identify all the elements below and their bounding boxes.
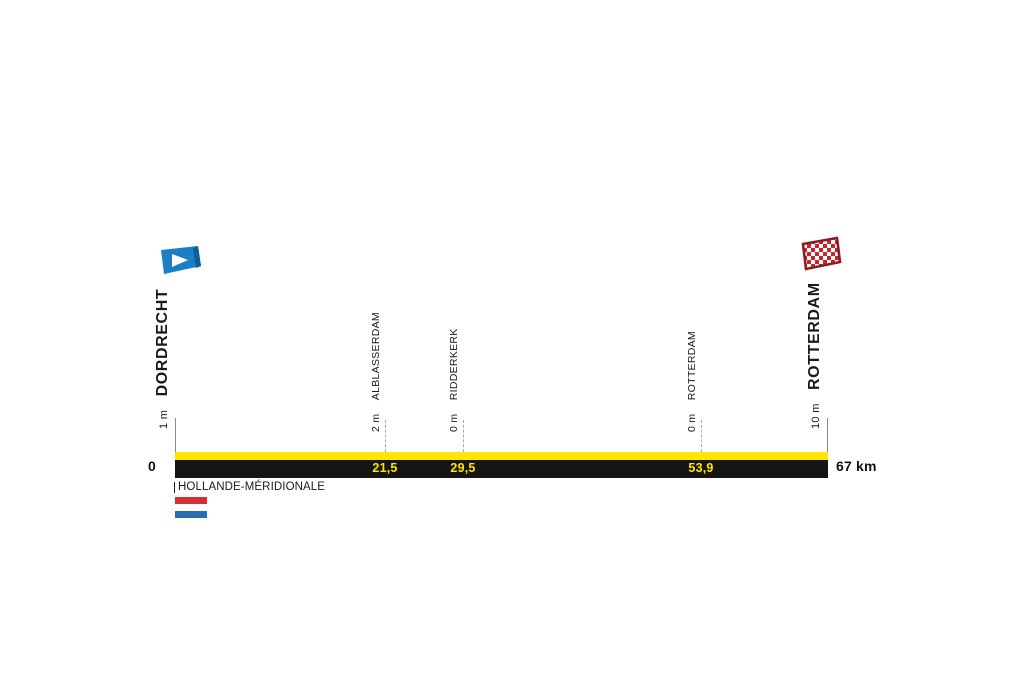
km-marker-rotterdam-intermediate: 53,9 [688,461,714,475]
marker-altitude-ridderkerk: 0 m [448,413,460,432]
marker-town-rotterdam-intermediate: ROTTERDAM [686,331,698,401]
start-flag-icon [158,244,204,280]
marker-town-ridderkerk: RIDDERKERK [448,328,460,401]
marker-label-alblasserdam: 2 m ALBLASSERDAM [367,312,383,432]
leader-line-ridderkerk [463,420,464,452]
marker-label-finish: 10 m ROTTERDAM [806,282,823,429]
marker-town-finish: ROTTERDAM [806,282,823,390]
region-row: HOLLANDE-MÉRIDIONALE [174,481,325,493]
leader-line-start [175,418,176,452]
km-marker-ridderkerk: 29,5 [450,461,476,475]
leader-line-alblasserdam [385,420,386,452]
marker-altitude-alblasserdam: 2 m [370,413,382,432]
checkered-flag-icon [799,236,843,276]
marker-town-alblasserdam: ALBLASSERDAM [370,312,382,401]
elevation-profile-bar [175,452,828,478]
profile-road-black [175,460,828,478]
netherlands-flag-icon [175,497,207,518]
marker-label-ridderkerk: 0 m RIDDERKERK [445,328,461,432]
leader-line-finish [827,418,828,452]
marker-altitude-start: 1 m [158,409,170,429]
leader-line-rotterdam-int [701,420,702,452]
axis-start-label: 0 [148,458,156,474]
marker-town-start: DORDRECHT [154,288,171,397]
profile-road-yellow [175,452,828,460]
km-marker-alblasserdam: 21,5 [372,461,398,475]
axis-end-label: 67 km [836,458,877,474]
flag-stripe-blue [175,511,207,518]
marker-altitude-rotterdam-intermediate: 0 m [686,413,698,432]
flag-stripe-white [175,504,207,511]
marker-altitude-finish: 10 m [810,403,822,429]
flag-stripe-red [175,497,207,504]
region-rule-divider [174,481,175,493]
region-label: HOLLANDE-MÉRIDIONALE [178,481,326,493]
marker-label-rotterdam-intermediate: 0 m ROTTERDAM [683,331,699,432]
marker-label-start: 1 m DORDRECHT [154,288,171,429]
